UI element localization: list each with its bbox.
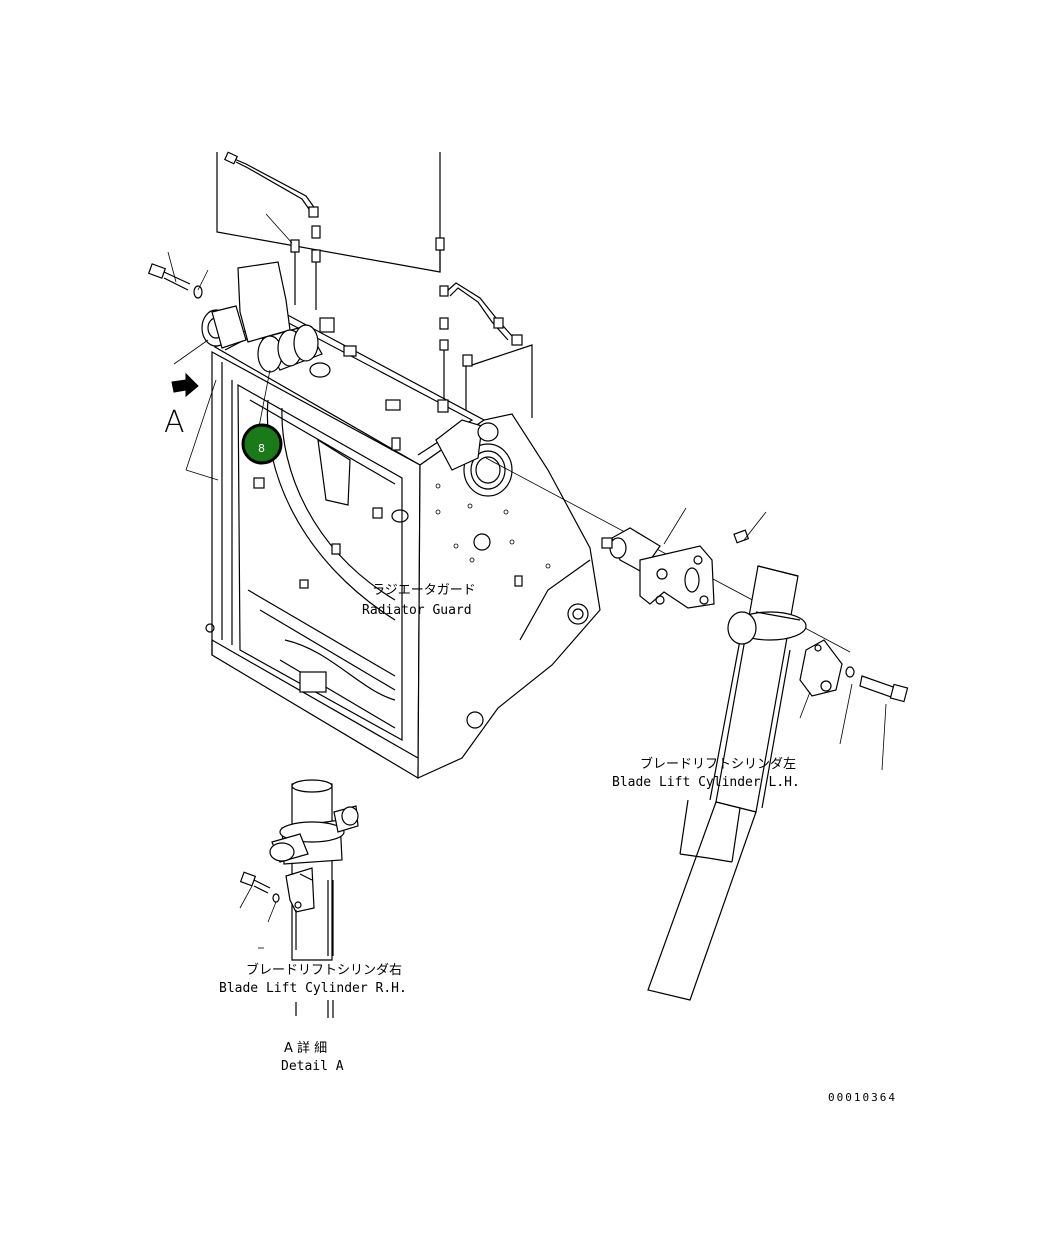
lift-cylinder-rh-label-jp: ブレードリフトシリンダ右 — [246, 962, 402, 978]
callout-8[interactable]: 8 — [241, 423, 283, 465]
radiator-guard-label-en: Radiator Guard — [362, 603, 472, 618]
grease-piping-upper — [216, 151, 445, 310]
radiator-guard-label-jp: ラジエータガード — [372, 583, 476, 598]
lift-cylinder-lh-label-jp: ブレードリフトシリンダ左 — [640, 756, 796, 772]
detail-a-assembly — [239, 779, 359, 1018]
lift-cylinder-rh-label-en: Blade Lift Cylinder R.H. — [219, 981, 407, 996]
grease-piping-right — [439, 282, 533, 418]
view-marker-a: A — [164, 405, 185, 440]
detail-a-label-jp: A 詳 細 — [284, 1040, 327, 1056]
detail-a-label-en: Detail A — [281, 1059, 344, 1074]
callout-number: 8 — [258, 442, 265, 455]
lift-cylinder-lh-label-en: Blade Lift Cylinder L.H. — [612, 775, 800, 790]
radiator-guard-frame — [205, 311, 601, 780]
left-pivot-assembly — [147, 251, 331, 481]
drawing-number: 00010364 — [828, 1091, 897, 1104]
blade-lift-cylinder-lh — [485, 457, 909, 1001]
svg-text:A: A — [164, 405, 185, 440]
